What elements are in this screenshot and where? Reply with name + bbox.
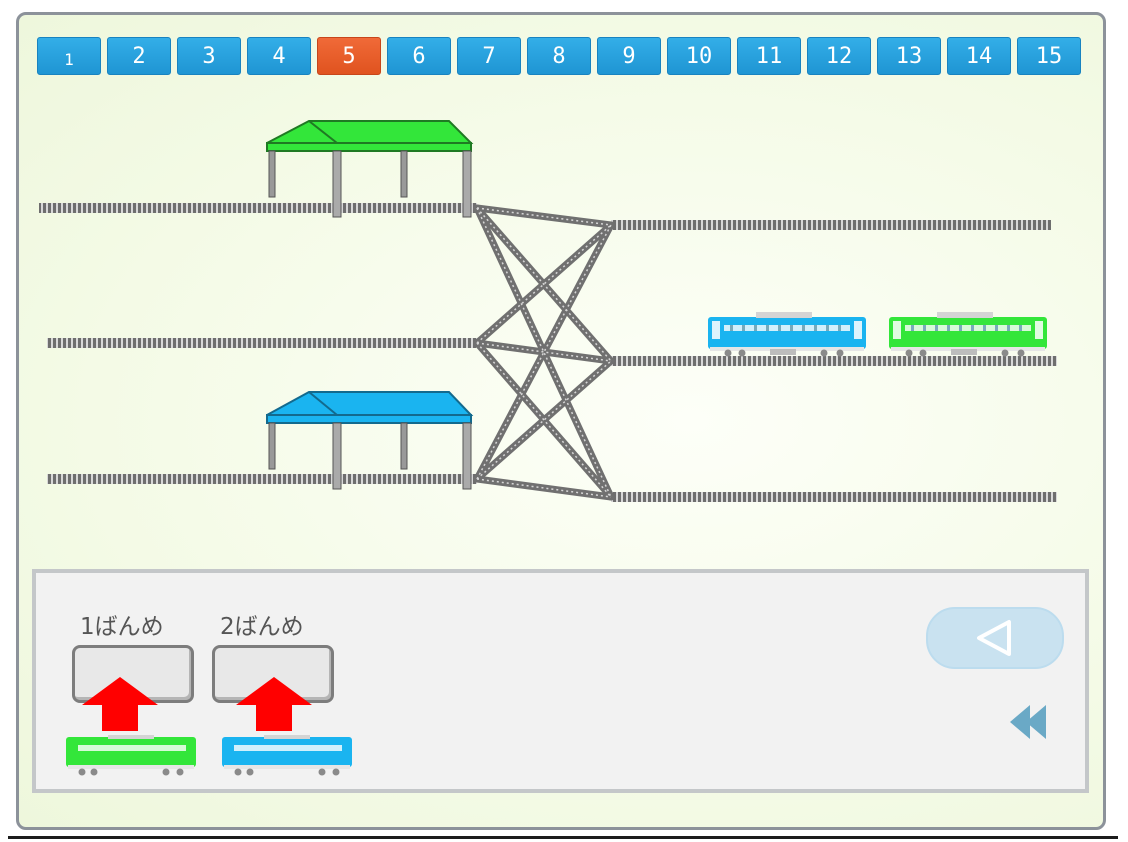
arrow-up-icon (236, 677, 312, 731)
level-tab-14[interactable]: 14 (947, 37, 1011, 75)
game-frame: 1 2 3 4 5 6 7 8 9 10 11 12 13 14 15 (16, 12, 1106, 830)
triangle-left-icon (977, 620, 1011, 656)
blue-train-on-track (708, 312, 866, 357)
level-tab-2[interactable]: 2 (107, 37, 171, 75)
track-left-1 (39, 203, 477, 213)
track-right-3 (611, 492, 1057, 502)
answer-panel: 1ばんめ 2ばんめ (32, 569, 1089, 793)
level-tab-10[interactable]: 10 (667, 37, 731, 75)
level-tab-15[interactable]: 15 (1017, 37, 1081, 75)
level-tab-13[interactable]: 13 (877, 37, 941, 75)
track-left-2 (47, 338, 477, 348)
bottom-border (8, 836, 1118, 839)
level-tab-4[interactable]: 4 (247, 37, 311, 75)
rewind-icon[interactable] (1006, 701, 1048, 743)
level-tab-12[interactable]: 12 (807, 37, 871, 75)
level-tab-1[interactable]: 1 (37, 37, 101, 75)
slot-2-label: 2ばんめ (220, 614, 304, 640)
green-station (266, 120, 474, 218)
green-train-on-track (889, 312, 1047, 357)
blue-train-choice[interactable] (222, 735, 354, 779)
level-tab-6[interactable]: 6 (387, 37, 451, 75)
track-right-2 (611, 356, 1057, 366)
level-tab-11[interactable]: 11 (737, 37, 801, 75)
blue-station (266, 391, 474, 490)
track-scene (39, 120, 1057, 502)
green-train-choice[interactable] (66, 735, 198, 779)
level-tab-7[interactable]: 7 (457, 37, 521, 75)
slot-1-label: 1ばんめ (80, 614, 164, 640)
back-button[interactable] (926, 607, 1064, 669)
arrow-up-icon (82, 677, 158, 731)
level-tab-5[interactable]: 5 (317, 37, 381, 75)
track-left-3 (47, 474, 477, 484)
level-tab-8[interactable]: 8 (527, 37, 591, 75)
level-tab-3[interactable]: 3 (177, 37, 241, 75)
track-right-1 (611, 220, 1051, 230)
level-tab-9[interactable]: 9 (597, 37, 661, 75)
